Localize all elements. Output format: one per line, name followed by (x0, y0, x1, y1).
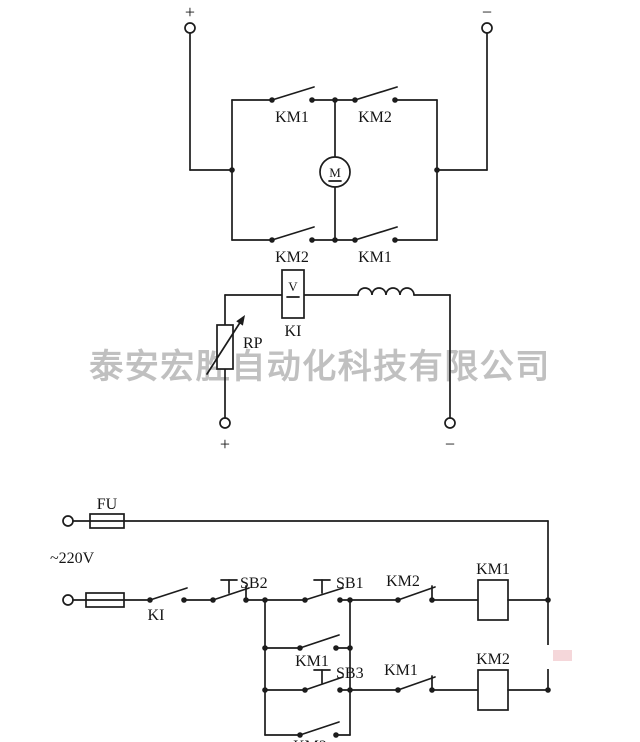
ki-contact-blade (149, 587, 188, 601)
km1-top-contact-blade (271, 86, 315, 101)
ki-label: KI (285, 323, 302, 340)
km2-coil-label: KM2 (476, 651, 510, 668)
km1-coil-label: KM1 (476, 561, 510, 578)
plus-terminal-top (184, 22, 196, 34)
plus-top-label: + (185, 2, 195, 22)
km2-aux-label: KM2 (293, 738, 327, 742)
ki-symbol: V (288, 279, 298, 294)
rp-label: RP (243, 335, 263, 352)
sb1-blade (304, 587, 344, 601)
minus-bottom-label: − (445, 434, 455, 454)
km2-aux-blade (299, 721, 340, 736)
redaction-patch (531, 645, 577, 669)
sb3-blade (304, 676, 344, 691)
km2-coil-box (477, 669, 509, 711)
rp-arrow-shaft (206, 320, 242, 375)
km1-nc-blade (397, 676, 436, 691)
supply-label: ~220V (50, 550, 95, 567)
km1-top-label: KM1 (275, 109, 309, 126)
km2-nc-blade (397, 586, 436, 601)
km2-bottom-contact-blade (271, 226, 315, 241)
power-junction-dots (229, 97, 440, 243)
control-junction-dots (147, 597, 551, 738)
field-labels: V KI RP + − (220, 279, 455, 454)
minus-top-label: − (482, 2, 492, 22)
control-labels: FU ~220V KI SB2 SB1 KM2 KM1 KM1 SB3 KM1 … (50, 496, 510, 742)
field-circuit (206, 269, 456, 429)
km1-aux-label: KM1 (295, 653, 329, 670)
km2-top-contact-blade (354, 86, 398, 101)
motor-label: M (329, 165, 341, 180)
km2-nc-label: KM2 (386, 573, 420, 590)
ki-relay-box (281, 269, 305, 319)
supply-terminal-l2 (62, 594, 74, 606)
plus-bottom-label: + (220, 434, 230, 454)
fuse-fu (89, 513, 125, 529)
company-watermark: 泰安宏胜自动化科技有限公司 (89, 347, 551, 387)
power-labels: + − KM1 KM2 KM2 KM1 M (185, 2, 492, 266)
supply-terminal-l1 (62, 515, 74, 527)
km1-coil-box (477, 579, 509, 621)
fu-label: FU (97, 496, 118, 513)
sb2-label: SB2 (240, 575, 268, 592)
ki-contact-label: KI (148, 607, 165, 624)
motor-circle (319, 156, 351, 188)
km1-bottom-label: KM1 (358, 249, 392, 266)
inductor-coil (357, 287, 415, 296)
km1-aux-blade (299, 634, 340, 649)
fuse-2 (85, 592, 125, 608)
minus-terminal-top (481, 22, 493, 34)
plus-terminal-bottom (219, 417, 231, 429)
sb3-label: SB3 (336, 665, 364, 682)
rp-arrow-head (236, 315, 245, 326)
km2-bottom-label: KM2 (275, 249, 309, 266)
km1-bottom-contact-blade (354, 226, 398, 241)
sb1-label: SB1 (336, 575, 364, 592)
minus-terminal-bottom (444, 417, 456, 429)
km2-top-label: KM2 (358, 109, 392, 126)
km1-nc-label: KM1 (384, 662, 418, 679)
sb2-blade (212, 587, 250, 601)
